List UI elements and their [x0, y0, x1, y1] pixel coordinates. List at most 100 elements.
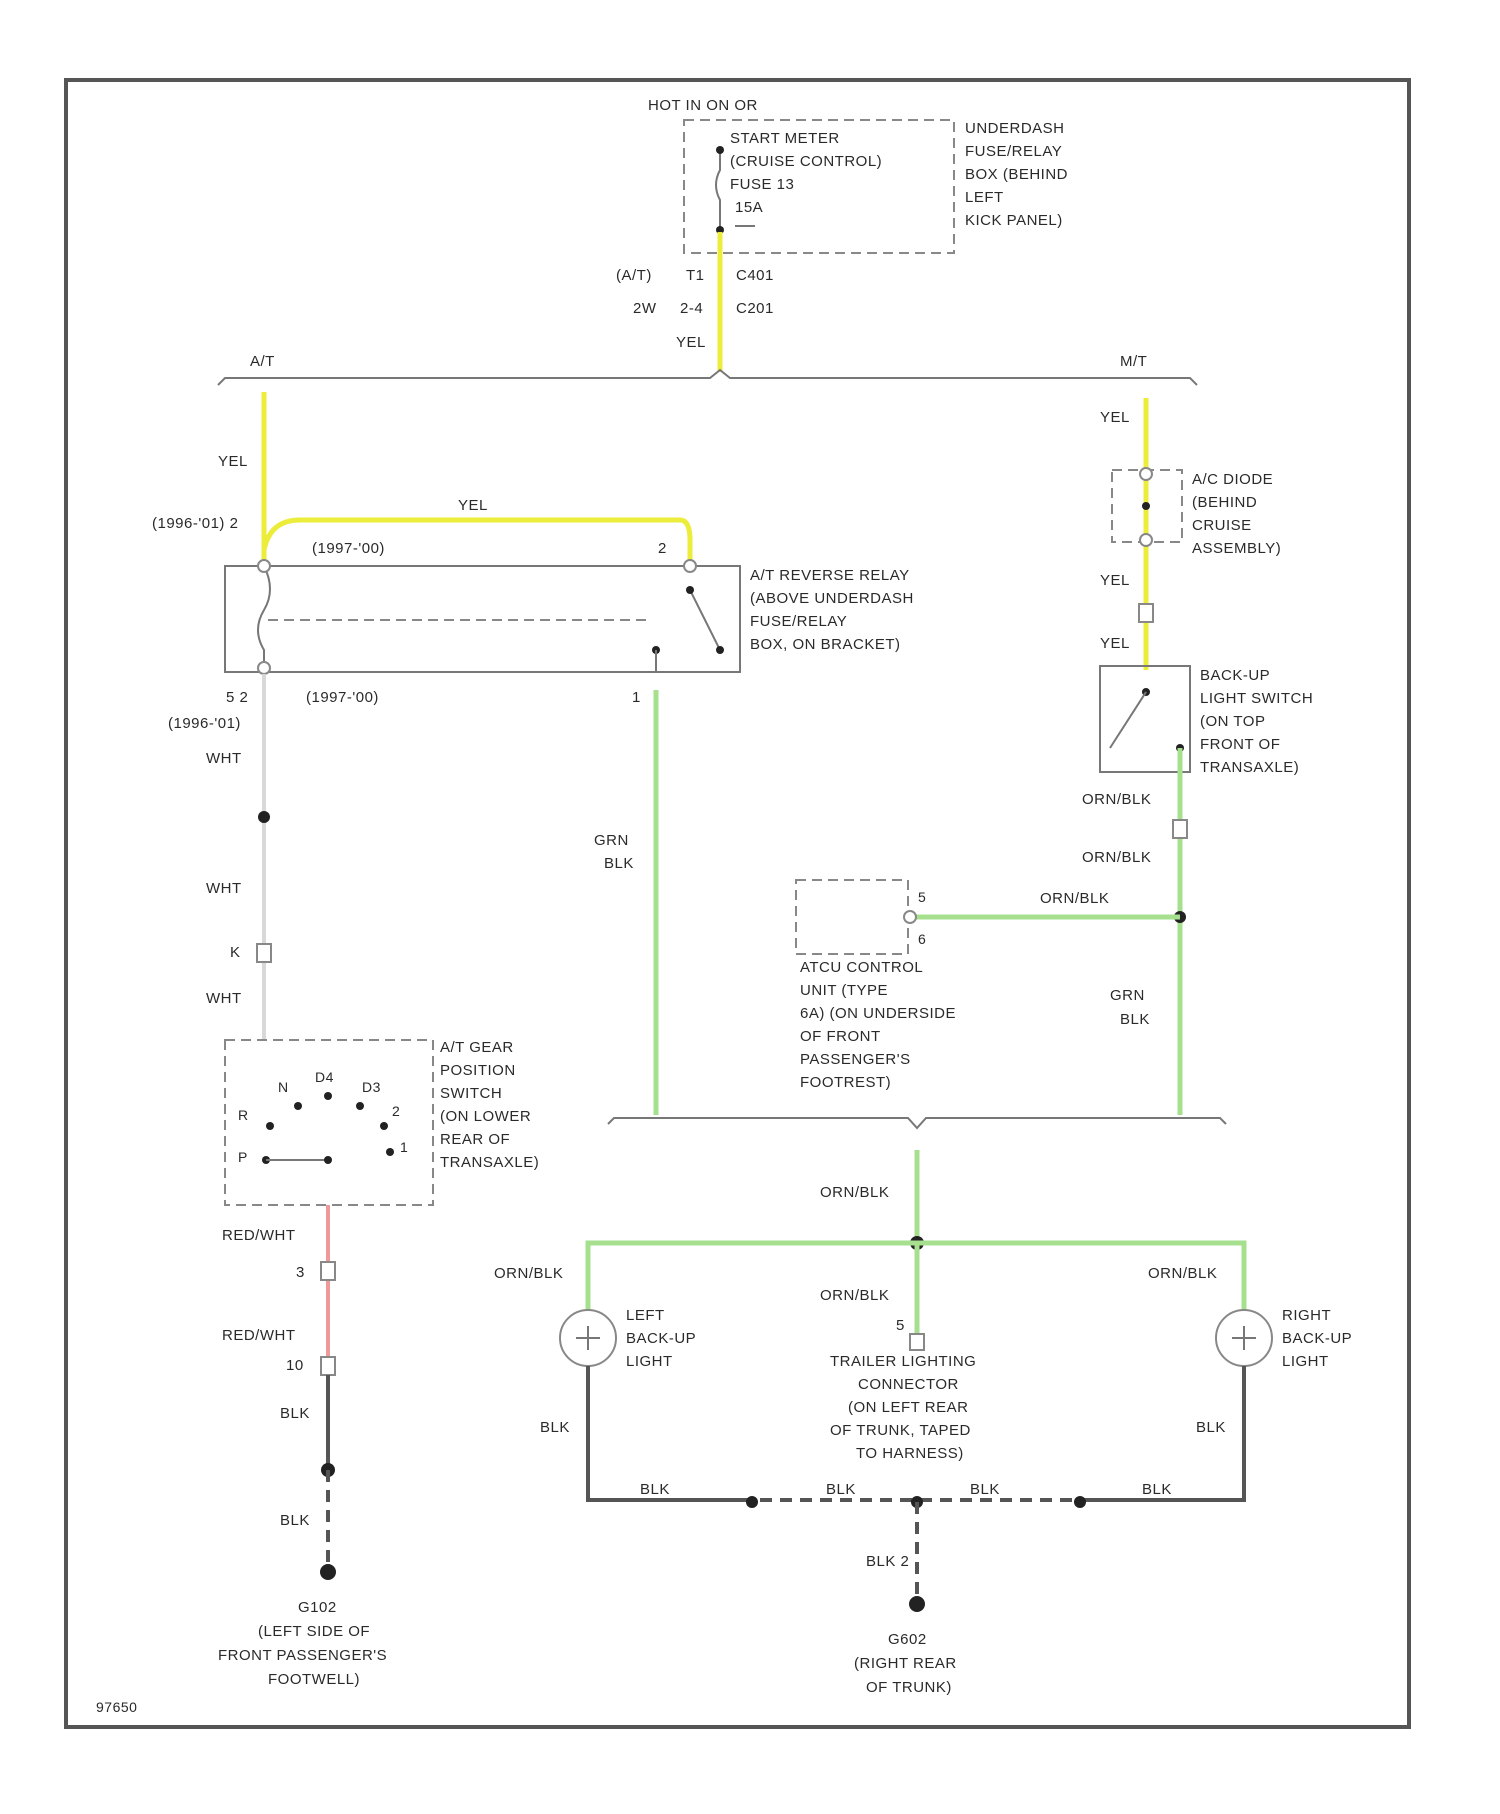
grn-blk-label-d: BLK — [1120, 1011, 1150, 1028]
blk-bus-label-2: BLK — [826, 1481, 856, 1498]
wht-label-2: WHT — [206, 880, 242, 897]
atcu-control-unit: 5 6 ATCU CONTROL UNIT (TYPE 6A) (ON UNDE… — [796, 880, 956, 1091]
at-gear-position-switch: R N D4 D3 2 1 P A/T GEAR POSITION SWITCH… — [225, 1039, 539, 1205]
blk-bus-left — [588, 1366, 740, 1500]
right-backup-light: RIGHT BACK-UP LIGHT — [1216, 1307, 1352, 1370]
gear-line-3: SWITCH — [440, 1085, 502, 1102]
pin-10: 10 — [286, 1357, 304, 1374]
pin-k: K — [230, 944, 241, 961]
gear-line-5: REAR OF — [440, 1131, 510, 1148]
gear-pos-1: 1 — [400, 1139, 408, 1155]
fuse-symbol — [716, 150, 720, 230]
right-light-line-3: LIGHT — [1282, 1353, 1329, 1370]
gear-pos-2: 2 — [392, 1103, 400, 1119]
g102-line-1: G102 — [298, 1599, 337, 1616]
wht-label-3: WHT — [206, 990, 242, 1007]
g102-line-3: FRONT PASSENGER'S — [218, 1647, 387, 1664]
gear-pos-d4: D4 — [315, 1069, 334, 1085]
atcu-line-3: 6A) (ON UNDERSIDE — [800, 1005, 956, 1022]
fuse-line-4: 15A — [735, 199, 763, 216]
orn-blk-label-left: ORN/BLK — [494, 1265, 563, 1282]
atcu-pin-bottom: 6 — [918, 931, 926, 947]
fuse-line-2: (CRUISE CONTROL) — [730, 153, 882, 170]
pin-3: 3 — [296, 1264, 305, 1281]
g602-line-2: (RIGHT REAR — [854, 1655, 957, 1672]
mt-feed-color: YEL — [1100, 409, 1130, 426]
ground-g102-symbol — [320, 1564, 336, 1580]
red-wht-label-1: RED/WHT — [222, 1227, 296, 1244]
ac-diode-line-3: CRUISE — [1192, 517, 1252, 534]
mt-yel-label-2: YEL — [1100, 635, 1130, 652]
trailer-line-2: CONNECTOR — [858, 1376, 959, 1393]
right-light-line-1: RIGHT — [1282, 1307, 1331, 1324]
relay-line-4: BOX, ON BRACKET) — [750, 636, 901, 653]
gear-line-6: TRANSAXLE) — [440, 1154, 539, 1171]
merge-bracket — [608, 1118, 1226, 1128]
ground-g602-symbol — [909, 1596, 925, 1612]
mt-yel-label-1: YEL — [1100, 572, 1130, 589]
fuse-line-1: START METER — [730, 130, 840, 147]
ac-diode: A/C DIODE (BEHIND CRUISE ASSEMBLY) — [1112, 468, 1281, 557]
relay-line-2: (ABOVE UNDERDASH — [750, 590, 914, 607]
atcu-line-5: PASSENGER'S — [800, 1051, 911, 1068]
switch-line-4: FRONT OF — [1200, 736, 1280, 753]
right-light-line-2: BACK-UP — [1282, 1330, 1352, 1347]
feed-mt-label: 2W — [633, 300, 657, 317]
grn-blk-label-a: GRN — [594, 832, 629, 849]
relay-year-top: (1997-'00) — [312, 540, 385, 557]
trailer-pin-5: 5 — [896, 1317, 905, 1334]
fuse-location-4: LEFT — [965, 189, 1004, 206]
gear-pos-d3: D3 — [362, 1079, 381, 1095]
blk-bus-label-3: BLK — [970, 1481, 1000, 1498]
atcu-line-6: FOOTREST) — [800, 1074, 891, 1091]
gear-line-2: POSITION — [440, 1062, 516, 1079]
orn-blk-label-main: ORN/BLK — [820, 1184, 889, 1201]
red-wht-label-2: RED/WHT — [222, 1327, 296, 1344]
orn-blk-label-2: ORN/BLK — [1082, 849, 1151, 866]
fuse-location-5: KICK PANEL) — [965, 212, 1063, 229]
left-light-line-3: LIGHT — [626, 1353, 673, 1370]
trailer-line-3: (ON LEFT REAR — [848, 1399, 968, 1416]
at-feed-color: YEL — [218, 453, 248, 470]
orn-blk-label-1: ORN/BLK — [1082, 791, 1151, 808]
gear-pos-p: P — [238, 1149, 248, 1165]
blk-label-left-1: BLK — [280, 1405, 310, 1422]
diagram-frame — [66, 80, 1409, 1727]
switch-line-1: BACK-UP — [1200, 667, 1270, 684]
gear-pos-n: N — [278, 1079, 289, 1095]
relay-pin-right-top: 2 — [658, 540, 667, 557]
left-backup-light: LEFT BACK-UP LIGHT — [560, 1307, 696, 1370]
grn-blk-label-b: BLK — [604, 855, 634, 872]
fuse-hot-label: HOT IN ON OR — [648, 97, 758, 114]
feed-color: YEL — [676, 334, 706, 351]
atcu-line-4: OF FRONT — [800, 1028, 881, 1045]
gear-line-1: A/T GEAR — [440, 1039, 514, 1056]
ac-diode-line-1: A/C DIODE — [1192, 471, 1273, 488]
blk-2-label: BLK 2 — [866, 1553, 909, 1570]
orn-blk-label-3: ORN/BLK — [1040, 890, 1109, 907]
left-light-line-2: BACK-UP — [626, 1330, 696, 1347]
feed-pin-at: T1 — [686, 267, 705, 284]
relay-pin-right-bottom: 1 — [632, 689, 641, 706]
atcu-line-2: UNIT (TYPE — [800, 982, 888, 999]
blk-bus-label-1: BLK — [640, 1481, 670, 1498]
relay-line-3: FUSE/RELAY — [750, 613, 847, 630]
split-left-label: A/T — [250, 353, 275, 370]
figure-id: 97650 — [96, 1699, 137, 1715]
fuse-location-3: BOX (BEHIND — [965, 166, 1068, 183]
relay-wire-color: YEL — [458, 497, 488, 514]
feed-pin-mt: 2-4 — [680, 300, 703, 317]
gear-line-4: (ON LOWER — [440, 1108, 531, 1125]
blk-label-left-2: BLK — [280, 1512, 310, 1529]
blk-bus-label-4: BLK — [1142, 1481, 1172, 1498]
fuse-line-3: FUSE 13 — [730, 176, 794, 193]
atcu-pin-top: 5 — [918, 889, 926, 905]
wht-label-1: WHT — [206, 750, 242, 767]
atcu-line-1: ATCU CONTROL — [800, 959, 923, 976]
relay-year-bottom: (1997-'00) — [306, 689, 379, 706]
relay-year-bottom-2: (1996-'01) — [168, 715, 241, 732]
at-reverse-relay: A/T REVERSE RELAY (ABOVE UNDERDASH FUSE/… — [225, 560, 914, 674]
split-right-label: M/T — [1120, 353, 1147, 370]
feed-code-mt: C201 — [736, 300, 774, 317]
